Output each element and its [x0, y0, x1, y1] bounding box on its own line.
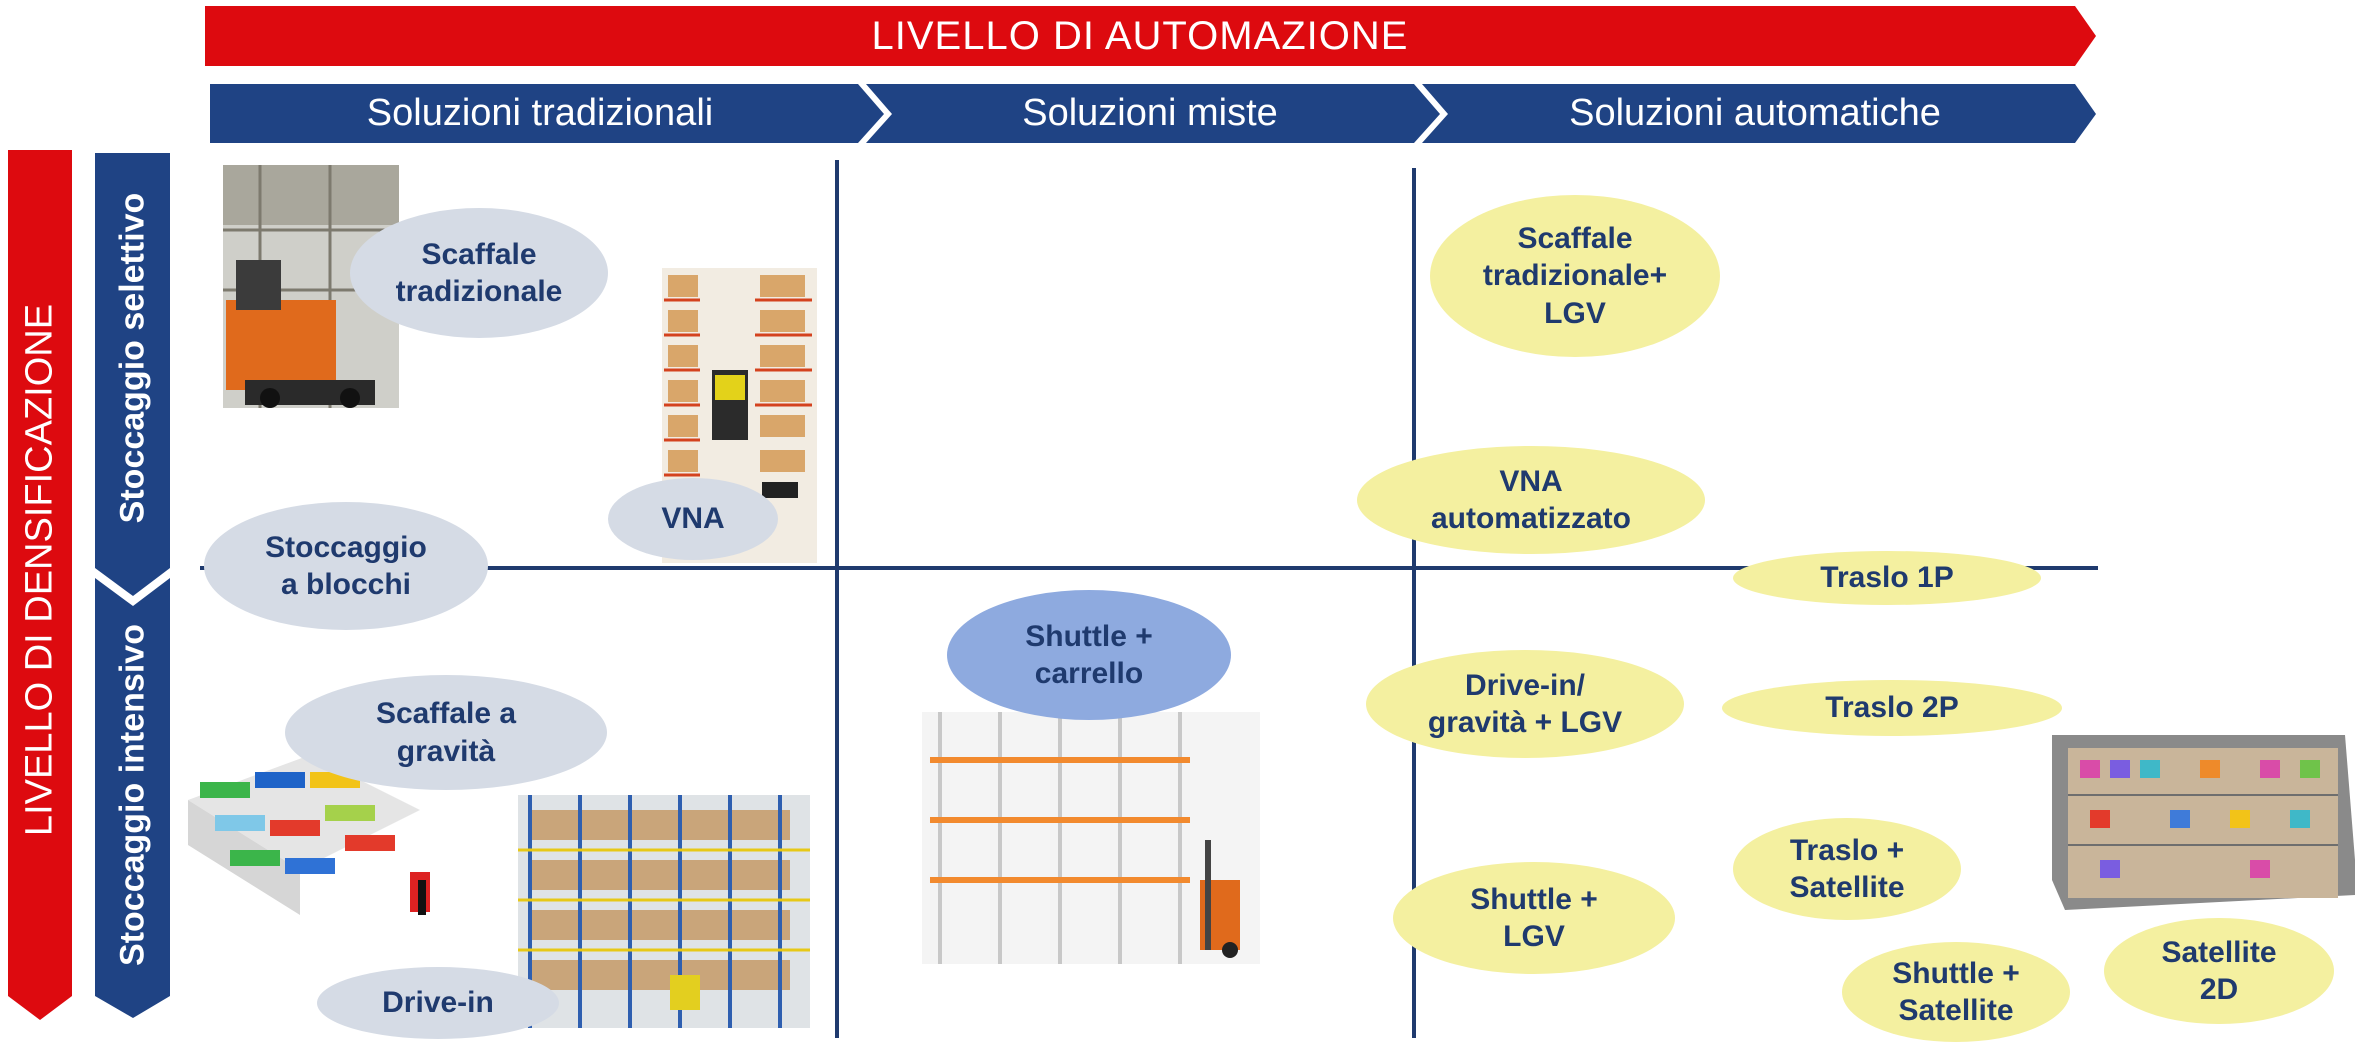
densification-title: LIVELLO DI DENSIFICAZIONE — [18, 303, 61, 837]
bubble-scaffale-tradizionale: Scaffale tradizionale — [350, 208, 608, 338]
bubble-satellite-2d: Satellite 2D — [2104, 918, 2334, 1024]
bubble-vna-automatizzato: VNA automatizzato — [1357, 446, 1705, 554]
gravity-rack-illustration — [188, 755, 430, 915]
bubble-shuttle-satellite: Shuttle + Satellite — [1842, 942, 2070, 1042]
bubble-drivein-lgv: Drive-in/ gravità + LGV — [1366, 650, 1684, 758]
automated-warehouse-illustration — [2052, 735, 2355, 910]
bubble-traslo-1p: Traslo 1P — [1733, 551, 2041, 605]
automation-title: LIVELLO DI AUTOMAZIONE — [871, 13, 1409, 58]
column-header-automatic: Soluzioni automatiche — [1569, 92, 1941, 134]
row-label-selective: Stoccaggio selettivo — [113, 192, 152, 524]
densification-arrow — [8, 150, 72, 1020]
reach-truck-photo — [223, 165, 399, 408]
bubble-shuttle-carrello: Shuttle + carrello — [947, 590, 1231, 720]
column-header-traditional: Soluzioni tradizionali — [366, 92, 714, 134]
row-chevron-selective — [95, 153, 170, 596]
bubble-vna: VNA — [608, 478, 778, 560]
bubble-traslo-2p: Traslo 2P — [1722, 680, 2062, 736]
bubble-drive-in: Drive-in — [317, 967, 559, 1039]
shuttle-rack-illustration — [922, 712, 1260, 964]
drive-in-rack-illustration — [518, 795, 810, 1028]
column-header-mixed: Soluzioni miste — [1022, 92, 1278, 134]
row-chevron-intensive — [95, 578, 170, 1018]
bubble-traslo-satellite: Traslo + Satellite — [1733, 818, 1961, 920]
column-chevron-traditional — [210, 84, 884, 143]
column-chevron-mixed — [866, 84, 1440, 143]
bubble-scaffale-gravita: Scaffale a gravità — [285, 675, 607, 790]
bubble-scaffale-lgv: Scaffale tradizionale+ LGV — [1430, 195, 1720, 357]
automation-arrow — [205, 6, 2096, 66]
column-chevron-automatic — [1422, 84, 2096, 143]
bubble-stoccaggio-blocchi: Stoccaggio a blocchi — [204, 502, 488, 630]
bubble-shuttle-lgv: Shuttle + LGV — [1393, 862, 1675, 974]
row-label-intensive: Stoccaggio intensivo — [113, 624, 152, 966]
